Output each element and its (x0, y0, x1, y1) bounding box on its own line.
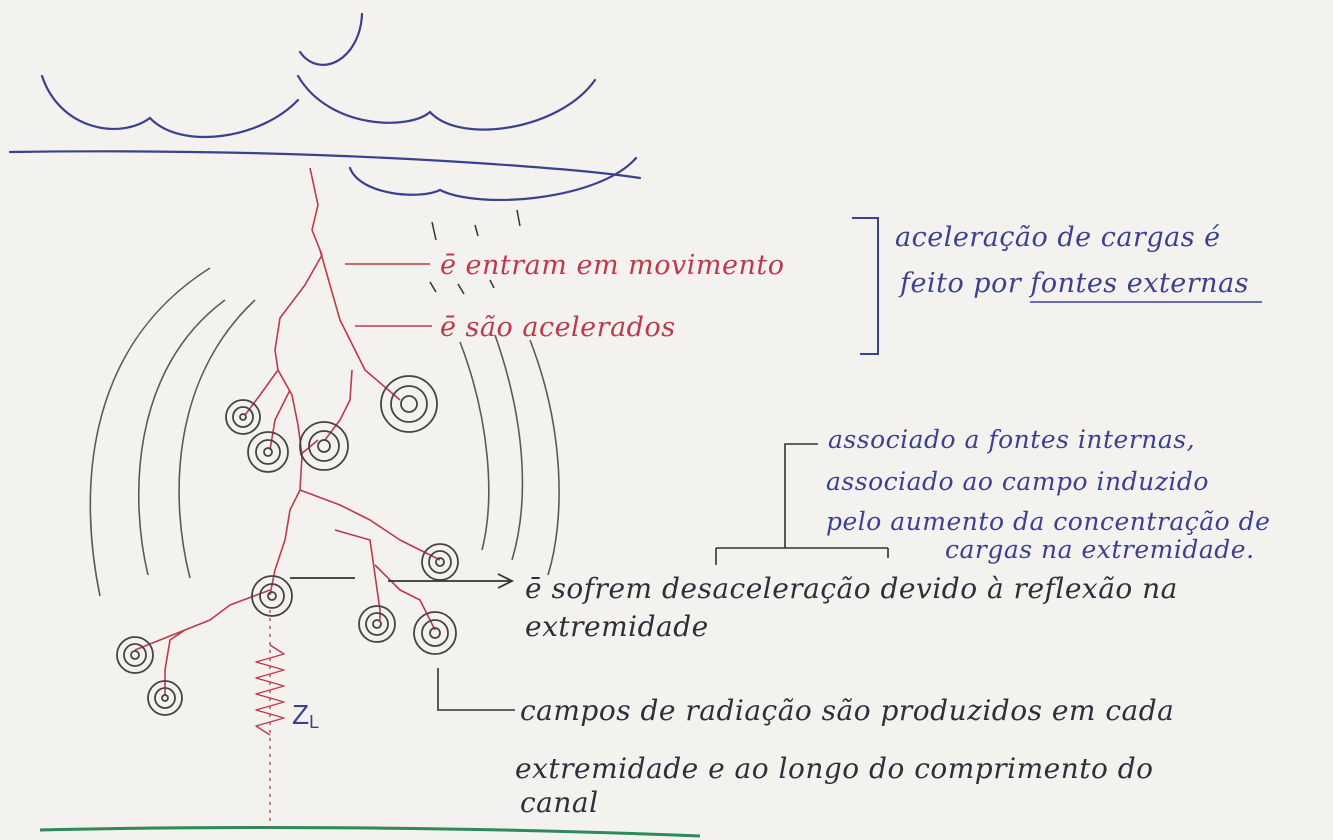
ground-line (40, 828, 700, 836)
label-internal-4: cargas na extremidade. (945, 535, 1255, 564)
label-impedance-z: Z (292, 699, 309, 730)
cloud-arc-right (298, 76, 595, 130)
cloud (10, 14, 640, 200)
label-radiation-3: canal (520, 786, 599, 819)
field-lines-right (460, 335, 559, 575)
label-electrons-accel: ē são acelerados (440, 312, 676, 343)
deceleration-arrows (290, 574, 512, 588)
label-charges-accel-1: aceleração de cargas é (895, 222, 1221, 253)
label-charges-accel-2-prefix: feito por (898, 268, 1030, 299)
label-charges-accel-2-underlined: fontes externas (1028, 268, 1249, 299)
label-radiation-1: campos de radiação são produzidos em cad… (520, 694, 1174, 727)
label-deceleration-2: extremidade (525, 610, 709, 643)
label-internal-3: pelo aumento da concentração de (826, 507, 1270, 536)
label-impedance-sub: L (309, 712, 319, 732)
spiral-symbol-4 (381, 376, 437, 432)
cloud-base-line (10, 151, 640, 178)
spiral-symbol-9 (117, 637, 153, 673)
label-impedance: ZL (292, 699, 319, 732)
spiral-symbol-5 (422, 544, 458, 580)
main-channel (270, 168, 322, 595)
spiral-symbol-8 (414, 612, 456, 654)
field-lines-left (90, 268, 255, 596)
cloud-arc-top (300, 14, 362, 65)
label-internal-2: associado ao campo induzido (826, 467, 1209, 496)
cloud-arc-left (42, 76, 298, 137)
spiral-symbol-3 (300, 422, 348, 470)
red-leaders (345, 264, 432, 326)
spiral-symbol-2 (248, 432, 288, 472)
bracket-external (852, 218, 878, 354)
spiral-symbol-1 (226, 400, 260, 434)
label-electrons-move: ē entram em movimento (440, 250, 784, 281)
label-charges-accel-2: feito por fontes externas (898, 268, 1249, 299)
label-deceleration-1: ē sofrem desaceleração devido à reflexão… (525, 572, 1178, 605)
label-internal-1: associado a fontes internas, (828, 425, 1195, 454)
label-radiation-2: extremidade e ao longo do comprimento do (515, 752, 1154, 785)
radiation-symbols (117, 376, 458, 715)
spiral-symbol-7 (359, 606, 395, 642)
bracket-internal (716, 444, 888, 565)
radiation-leader (438, 668, 515, 710)
